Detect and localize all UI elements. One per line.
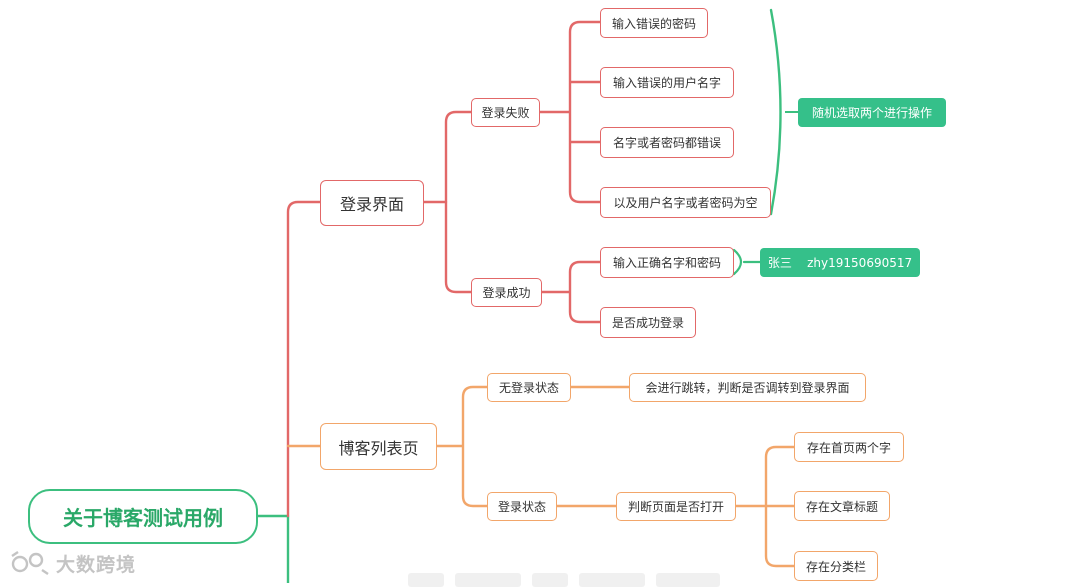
connector-fail-items — [538, 20, 602, 204]
node-check-item-2[interactable]: 存在文章标题 — [794, 491, 890, 521]
node-fail-item-2-label: 输入错误的用户名字 — [612, 76, 721, 90]
node-fail-item-4-label: 以及用户名字或者密码为空 — [613, 196, 758, 210]
connector-bloglist-children — [435, 385, 489, 508]
root-node[interactable]: 关于博客测试用例 — [28, 489, 258, 544]
node-logged-in-label: 登录状态 — [497, 500, 546, 514]
root-label: 关于博客测试用例 — [63, 506, 223, 530]
toolbar-segment[interactable] — [656, 573, 720, 587]
summary-brace — [769, 8, 782, 216]
node-fail-item-1-label: 输入错误的密码 — [611, 16, 696, 31]
callout-note-credentials[interactable]: 张三 zhy19150690517 — [760, 248, 920, 277]
node-check-item-1[interactable]: 存在首页两个字 — [794, 432, 904, 462]
node-page-open-check-label: 判断页面是否打开 — [627, 500, 724, 514]
toolbar-segment[interactable] — [455, 573, 521, 587]
root-trunk-line — [256, 514, 290, 583]
node-login-page[interactable]: 登录界面 — [320, 180, 424, 226]
connector-login-success — [444, 200, 473, 294]
watermark: 大数跨境 — [8, 547, 136, 579]
callout-note-credentials-label: 张三 zhy19150690517 — [767, 256, 913, 270]
node-check-item-3-label: 存在分类栏 — [805, 559, 866, 574]
node-login-success-label: 登录成功 — [482, 286, 531, 300]
connector-login-fail — [422, 110, 473, 204]
node-fail-item-4[interactable]: 以及用户名字或者密码为空 — [600, 187, 771, 218]
node-page-open-check[interactable]: 判断页面是否打开 — [616, 492, 736, 521]
callout-connector — [732, 248, 762, 276]
toolbar-segment[interactable] — [532, 573, 568, 587]
node-success-item-2-label: 是否成功登录 — [611, 316, 684, 330]
node-login-page-label: 登录界面 — [339, 195, 404, 214]
toolbar-segment[interactable] — [408, 573, 444, 587]
node-check-item-1-label: 存在首页两个字 — [806, 440, 891, 455]
connector-check-items — [734, 445, 796, 568]
node-fail-item-3[interactable]: 名字或者密码都错误 — [600, 127, 734, 158]
node-login-fail-label: 登录失败 — [481, 106, 530, 120]
toolbar-segment[interactable] — [579, 573, 645, 587]
connector-success-items — [540, 260, 602, 324]
node-fail-item-2[interactable]: 输入错误的用户名字 — [600, 67, 734, 98]
node-fail-item-1[interactable]: 输入错误的密码 — [600, 8, 708, 38]
connector-root-login — [286, 200, 322, 518]
node-no-login[interactable]: 无登录状态 — [487, 373, 571, 402]
summary-note-random[interactable]: 随机选取两个进行操作 — [798, 98, 946, 127]
node-success-item-1[interactable]: 输入正确名字和密码 — [600, 247, 734, 278]
node-check-item-2-label: 存在文章标题 — [805, 499, 878, 514]
node-login-fail[interactable]: 登录失败 — [471, 98, 540, 127]
node-logged-in[interactable]: 登录状态 — [487, 492, 557, 521]
node-success-item-2[interactable]: 是否成功登录 — [600, 307, 696, 338]
node-success-item-1-label: 输入正确名字和密码 — [612, 256, 721, 270]
watermark-logo-icon — [11, 551, 49, 575]
node-no-login-label: 无登录状态 — [498, 381, 559, 395]
summary-note-random-label: 随机选取两个进行操作 — [811, 106, 932, 120]
node-fail-item-3-label: 名字或者密码都错误 — [612, 136, 721, 150]
node-check-item-3[interactable]: 存在分类栏 — [794, 551, 878, 581]
node-no-login-result[interactable]: 会进行跳转，判断是否调转到登录界面 — [629, 373, 866, 402]
node-blog-list-label: 博客列表页 — [338, 438, 419, 458]
watermark-text: 大数跨境 — [56, 553, 137, 576]
node-blog-list[interactable]: 博客列表页 — [320, 423, 437, 470]
node-no-login-result-label: 会进行跳转，判断是否调转到登录界面 — [645, 381, 850, 395]
node-login-success[interactable]: 登录成功 — [471, 278, 542, 307]
